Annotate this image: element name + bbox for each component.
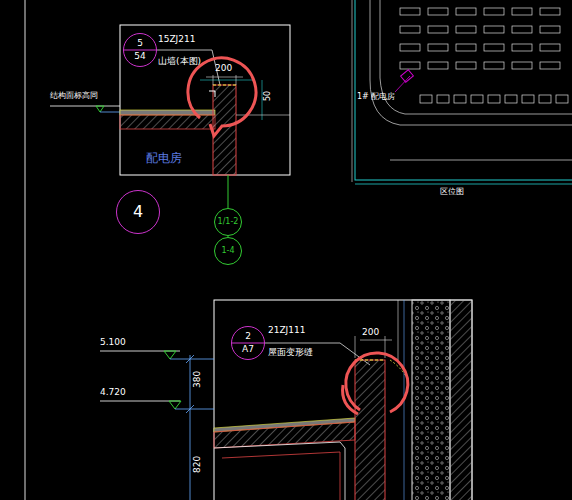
callout-number: 1/1-2 (218, 218, 239, 226)
drawing-label: 配电房 (146, 152, 182, 164)
drawing-label: 1# 配电房 (357, 93, 395, 101)
callout-number: A7 (242, 345, 254, 354)
callout-number: 1-4 (221, 247, 234, 255)
callout-number: 54 (134, 52, 145, 61)
drawing-label: 200 (215, 64, 232, 73)
drawing-label: 820 (193, 456, 202, 473)
drawing-label: 15ZJ211 (158, 35, 195, 44)
axis-circle: 4 (116, 190, 160, 234)
drawing-label: 结构面标高同 (50, 92, 98, 100)
axis-circle: 1-4 (214, 237, 242, 265)
detail-callout-circle: 554 (123, 33, 157, 67)
callout-number: 4 (133, 204, 143, 220)
drawing-label: 21ZJ111 (268, 326, 305, 335)
drawing-label: 380 (193, 371, 202, 388)
drawing-label: 200 (362, 328, 379, 337)
callout-number: 2 (245, 332, 251, 341)
axis-circle: 1/1-2 (214, 208, 242, 236)
drawing-label: 屋面变形缝 (268, 348, 313, 357)
drawing-label: 4.720 (100, 388, 126, 397)
drawing-label: 5.100 (100, 338, 126, 347)
drawing-label: 50 (264, 91, 272, 101)
callout-number: 5 (137, 39, 143, 48)
drawing-label: 山墙(本图) (158, 57, 201, 66)
detail-callout-circle: 2A7 (231, 326, 265, 360)
drawing-label: 区位图 (440, 188, 464, 196)
